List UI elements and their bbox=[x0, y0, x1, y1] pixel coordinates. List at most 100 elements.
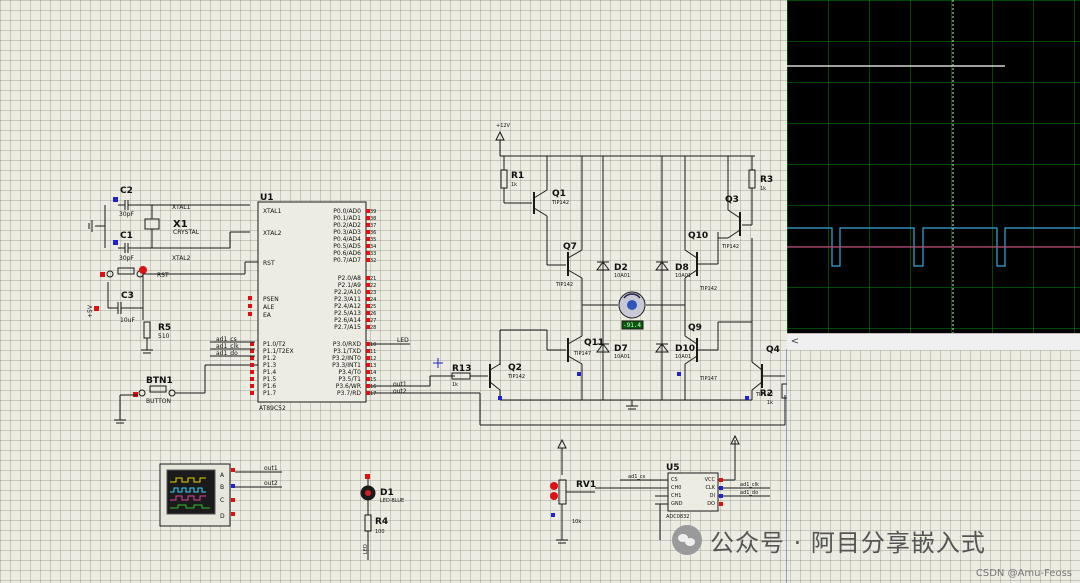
oscilloscope-window[interactable]: < bbox=[787, 0, 1080, 350]
mcu-pin-number: 35 bbox=[370, 237, 376, 243]
mcu-pin-number: 36 bbox=[370, 230, 376, 236]
mcu-pin-number: 38 bbox=[370, 216, 376, 222]
q1-ref: Q1 bbox=[552, 189, 566, 199]
scope-horizontal-scrollbar[interactable]: < bbox=[787, 333, 1080, 350]
mcu-pin-number: 32 bbox=[370, 258, 376, 264]
mcu-pin-label: P3.6/WR bbox=[336, 383, 361, 390]
supply-5v: +5V bbox=[87, 304, 94, 318]
mcu-pin-label: P3.3/INT1 bbox=[332, 362, 361, 369]
adc-net-clk: ad1_clk bbox=[740, 482, 759, 488]
adc-u5[interactable]: U5 ADC0832 CS CH0 CH1 GND VCC CLK DI DO … bbox=[595, 434, 770, 540]
mcu-pin-number: 24 bbox=[370, 297, 376, 303]
mcu-pin-label: P0.5/AD5 bbox=[333, 243, 361, 250]
r13-ref: R13 bbox=[452, 364, 471, 374]
scope-net-out2: out2 bbox=[264, 480, 278, 487]
btn1-ref: BTN1 bbox=[146, 376, 173, 386]
q7-ref: Q7 bbox=[563, 242, 577, 252]
net-out1: out1 bbox=[393, 381, 407, 388]
pot-section: RV1 10k bbox=[550, 438, 596, 544]
mcu-pin-label: P2.6/A14 bbox=[334, 317, 361, 324]
mcu-pin-number: 21 bbox=[370, 276, 376, 282]
mcu-part: AT89C52 bbox=[259, 405, 286, 412]
adc-net-cs: ad1_cs bbox=[628, 474, 646, 480]
watermark-text: 公众号 · 阿目分享嵌入式 bbox=[710, 528, 986, 557]
adc-pin-label: DO bbox=[707, 501, 715, 507]
mcu-pin-number: 34 bbox=[370, 244, 376, 250]
watermark: 公众号 · 阿目分享嵌入式 bbox=[672, 520, 986, 560]
r1-value: 1k bbox=[511, 182, 517, 188]
adc-net-do: ad1_do bbox=[740, 490, 758, 496]
mcu-pin-label: P3.1/TXD bbox=[333, 348, 361, 355]
mcu-pin-label: P1.4 bbox=[263, 369, 276, 376]
mcu-pin-number: 12 bbox=[370, 356, 376, 362]
mcu-pin-label: P2.7/A15 bbox=[334, 324, 361, 331]
pot-wiper-icon[interactable] bbox=[550, 482, 558, 500]
mcu-pin-number: 39 bbox=[370, 209, 376, 215]
mcu-pin-label: P0.4/AD4 bbox=[333, 236, 361, 243]
mcu-pin-number: 17 bbox=[370, 391, 376, 397]
probe-icon[interactable] bbox=[433, 358, 443, 368]
schematic-drawing: C2 30pF C1 30pF X1 CRYSTAL XTAL1 XTAL2 bbox=[87, 123, 787, 583]
adc-part: ADC0832 bbox=[666, 514, 690, 520]
mcu-pin-label: P3.5/T1 bbox=[338, 376, 361, 383]
mcu-pin-number: 33 bbox=[370, 251, 376, 257]
led-net-label: LED bbox=[363, 544, 369, 554]
mcu-pin-number: 13 bbox=[370, 363, 376, 369]
r2-ref: R2 bbox=[760, 389, 773, 399]
mcu-pin-number: 10 bbox=[370, 342, 376, 348]
adc-pin-label: VCC bbox=[705, 477, 716, 483]
q10-ref: Q10 bbox=[688, 231, 708, 241]
xtal2-net: XTAL2 bbox=[172, 255, 191, 262]
mcu-pin-number: 26 bbox=[370, 311, 376, 317]
r2-value: 1k bbox=[767, 400, 773, 406]
mcu-pin-label: P2.0/A8 bbox=[338, 275, 361, 282]
virtual-scope-block[interactable]: A B C D out1 out2 bbox=[159, 463, 282, 527]
scroll-left-arrow-icon[interactable]: < bbox=[790, 336, 800, 347]
reset-section: RST C3 10uF +5V R5 510 bbox=[87, 261, 258, 354]
q10-value: TIP142 bbox=[699, 286, 717, 292]
mcu-pin-label: P0.7/AD7 bbox=[333, 257, 361, 264]
mcu-pin-label: ALE bbox=[263, 304, 274, 311]
mcu-ref: U1 bbox=[260, 193, 274, 203]
c2-ref: C2 bbox=[120, 186, 133, 196]
x1-ref: X1 bbox=[173, 219, 188, 230]
supply-12v: +12V bbox=[496, 123, 511, 129]
wechat-logo-icon bbox=[672, 525, 702, 555]
mcu-pin-label: P1.5 bbox=[263, 376, 276, 383]
rv1-ref: RV1 bbox=[576, 480, 596, 490]
d1-ref: D1 bbox=[380, 488, 394, 498]
q2-ref: Q2 bbox=[508, 363, 522, 373]
scope-traces bbox=[787, 0, 1080, 333]
r3-ref: R3 bbox=[760, 175, 773, 185]
mcu-pin-number: 25 bbox=[370, 304, 376, 310]
oscilloscope-screen[interactable] bbox=[787, 0, 1080, 333]
rv1-value: 10k bbox=[572, 519, 581, 525]
mcu-pin-label: P3.4/T0 bbox=[338, 369, 361, 376]
crystal-section: C2 30pF C1 30pF X1 CRYSTAL XTAL1 XTAL2 bbox=[88, 186, 250, 262]
d8-ref: D8 bbox=[675, 263, 689, 273]
d2-value: 10A01 bbox=[614, 273, 630, 279]
mcu-u1[interactable]: U1 AT89C52 XTAL1 XTAL2 RST PSEN ALE EA P… bbox=[210, 193, 786, 426]
mcu-pin-label: P2.4/A12 bbox=[334, 303, 361, 310]
d10-value: 10A01 bbox=[675, 354, 691, 360]
led-section: D1 LED-BLUE R4 100 LED bbox=[360, 474, 404, 560]
mcu-pin-label: P0.1/AD1 bbox=[333, 215, 361, 222]
x1-value: CRYSTAL bbox=[173, 229, 200, 236]
h-bridge: +12V R1 1k Q1 TIP142 Q7 TIP142 D2 bbox=[451, 123, 787, 410]
scope-ch-d: D bbox=[220, 513, 225, 520]
r5-value: 510 bbox=[158, 333, 170, 340]
mcu-pin-label: P1.0/T2 bbox=[263, 341, 286, 348]
led-icon[interactable] bbox=[360, 485, 376, 501]
mcu-pin-label: XTAL2 bbox=[263, 230, 282, 237]
xtal1-net: XTAL1 bbox=[172, 204, 191, 211]
motor-icon[interactable] bbox=[618, 291, 646, 319]
q2-value: TIP142 bbox=[507, 374, 525, 380]
trace-channel-cyan bbox=[787, 227, 1080, 267]
mcu-pin-label: P3.0/RXD bbox=[333, 341, 361, 348]
scope-net-out1: out1 bbox=[264, 465, 278, 472]
adc-pin-label: CLK bbox=[705, 485, 715, 491]
q11-ref: Q11 bbox=[584, 338, 604, 348]
c1-ref: C1 bbox=[120, 231, 133, 241]
mcu-pin-number: 37 bbox=[370, 223, 376, 229]
d2-ref: D2 bbox=[614, 263, 628, 273]
